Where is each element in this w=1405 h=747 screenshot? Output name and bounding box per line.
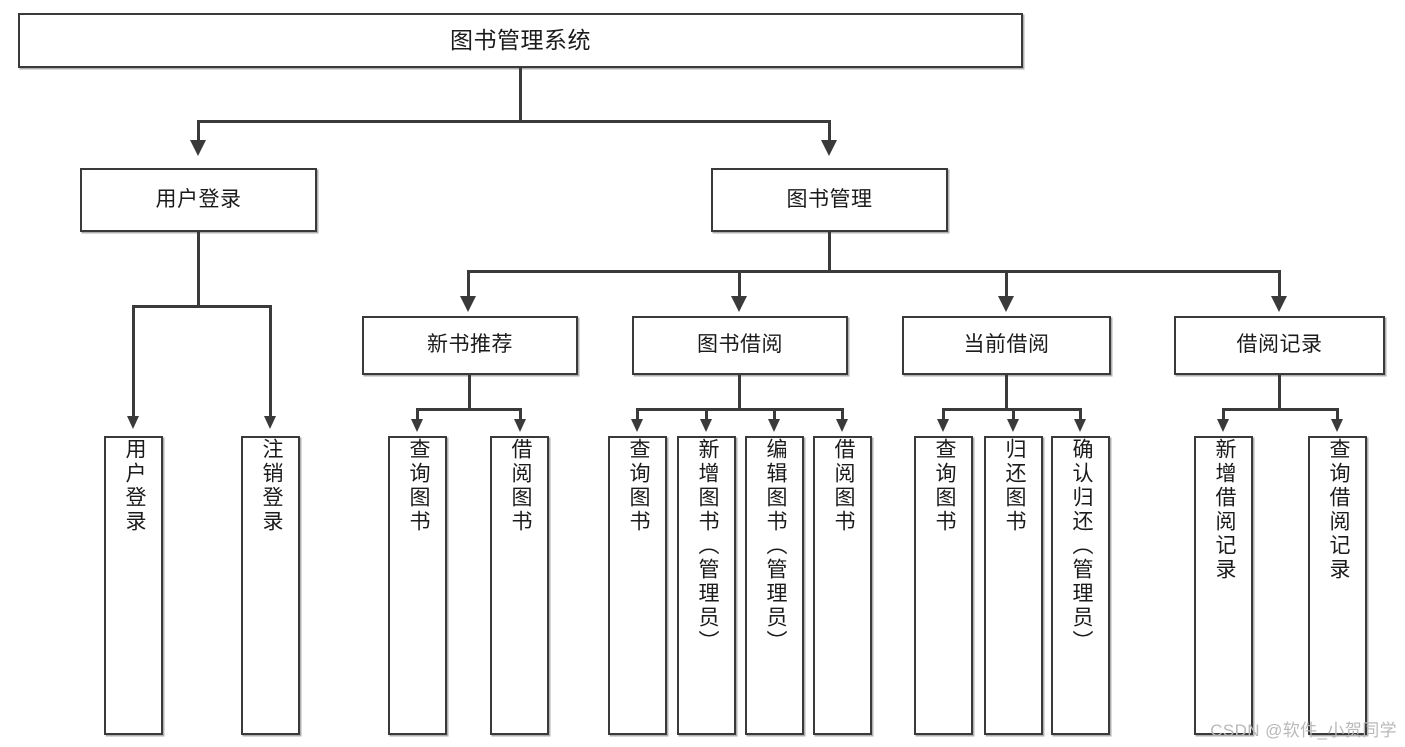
- connector-book-borrow-to-leaf-2: [705, 408, 708, 421]
- connector-book-manage-to-current-borrow: [1005, 270, 1008, 298]
- leaf-label: 用户登录: [122, 438, 146, 534]
- node-label: 图书管理: [786, 187, 873, 211]
- arrowhead-borrow-record-leaf-2: [1331, 419, 1343, 432]
- connector-book-manage-to-new-book-rec: [467, 270, 470, 298]
- arrowhead-current-borrow-leaf-2: [1007, 419, 1019, 432]
- leaf-label: 借阅图书: [508, 438, 532, 534]
- arrowhead-new-book-rec-leaf-2: [514, 419, 526, 432]
- arrowhead-new-book-rec: [460, 296, 476, 312]
- leaf-label: 借阅图书: [831, 438, 855, 534]
- node-user-login[interactable]: 用户登录: [80, 168, 317, 232]
- connector-borrow-record-to-leaf-2: [1336, 408, 1339, 421]
- connector-book-borrow-to-leaf-4: [841, 408, 844, 421]
- connector-user-login-to-leaf-2: [269, 305, 272, 419]
- connector-root-to-user-login: [197, 120, 200, 142]
- csdn-watermark: CSDN @软件_小贺同学: [1210, 721, 1397, 740]
- leaf-current-borrow-return-book[interactable]: 归还图书: [984, 436, 1043, 735]
- leaf-borrow-record-add-record[interactable]: 新增借阅记录: [1194, 436, 1253, 735]
- arrowhead-book-borrow-leaf-2: [700, 419, 712, 432]
- connector-root-bus: [197, 120, 830, 123]
- connector-user-login-bus: [132, 305, 271, 308]
- connector-new-book-rec-to-leaf-1: [416, 408, 419, 421]
- leaf-book-borrow-add-book-admin[interactable]: 新增图书（管理员）: [677, 436, 736, 735]
- arrowhead-current-borrow: [998, 296, 1014, 312]
- leaf-label: 编辑图书（管理员）: [763, 438, 787, 654]
- leaf-label: 查询图书: [406, 438, 430, 534]
- arrowhead-borrow-record: [1271, 296, 1287, 312]
- connector-current-borrow-bus: [942, 408, 1079, 411]
- connector-book-manage-to-book-borrow: [738, 270, 741, 298]
- node-book-borrow[interactable]: 图书借阅: [632, 316, 848, 375]
- leaf-label: 注销登录: [259, 438, 283, 534]
- node-label: 借阅记录: [1236, 333, 1323, 357]
- node-root-book-management-system[interactable]: 图书管理系统: [18, 13, 1023, 68]
- arrowhead-new-book-rec-leaf-1: [411, 419, 423, 432]
- connector-root-stem: [519, 68, 522, 121]
- leaf-book-borrow-query-book[interactable]: 查询图书: [608, 436, 667, 735]
- connector-current-borrow-to-leaf-2: [1012, 408, 1015, 421]
- arrowhead-book-borrow: [731, 296, 747, 312]
- connector-current-borrow-to-leaf-3: [1079, 408, 1082, 421]
- connector-book-borrow-to-leaf-1: [636, 408, 639, 421]
- connector-current-borrow-to-leaf-1: [942, 408, 945, 421]
- leaf-label: 归还图书: [1002, 438, 1026, 534]
- arrowhead-user-login-leaf-2: [264, 416, 276, 429]
- arrowhead-book-borrow-leaf-4: [836, 419, 848, 432]
- leaf-label: 查询借阅记录: [1326, 438, 1350, 582]
- leaf-label: 确认归还（管理员）: [1069, 438, 1093, 654]
- arrowhead-current-borrow-leaf-3: [1074, 419, 1086, 432]
- arrowhead-root-to-book-manage: [821, 140, 837, 156]
- connector-book-borrow-to-leaf-3: [773, 408, 776, 421]
- connector-new-book-rec-stem: [468, 375, 471, 411]
- leaf-label: 查询图书: [932, 438, 956, 534]
- connector-book-manage-bus: [467, 270, 1279, 273]
- leaf-label: 新增借阅记录: [1212, 438, 1236, 582]
- connector-new-book-rec-to-leaf-2: [519, 408, 522, 421]
- arrowhead-current-borrow-leaf-1: [937, 419, 949, 432]
- leaf-current-borrow-confirm-return-admin[interactable]: 确认归还（管理员）: [1051, 436, 1110, 735]
- connector-book-borrow-bus: [636, 408, 844, 411]
- arrowhead-user-login-leaf-1: [127, 416, 139, 429]
- connector-borrow-record-bus: [1222, 408, 1336, 411]
- leaf-user-login-logout[interactable]: 注销登录: [241, 436, 300, 735]
- arrowhead-root-to-user-login: [190, 140, 206, 156]
- connector-borrow-record-to-leaf-1: [1222, 408, 1225, 421]
- connector-book-borrow-stem: [738, 375, 741, 411]
- node-book-management[interactable]: 图书管理: [711, 168, 948, 232]
- node-current-borrow[interactable]: 当前借阅: [902, 316, 1111, 375]
- connector-current-borrow-stem: [1005, 375, 1008, 411]
- leaf-label: 新增图书（管理员）: [695, 438, 719, 654]
- leaf-user-login-login[interactable]: 用户登录: [104, 436, 163, 735]
- connector-user-login-stem: [197, 232, 200, 307]
- node-label: 用户登录: [155, 187, 242, 211]
- leaf-book-borrow-edit-book-admin[interactable]: 编辑图书（管理员）: [745, 436, 804, 735]
- arrowhead-book-borrow-leaf-1: [631, 419, 643, 432]
- connector-book-manage-to-borrow-record: [1278, 270, 1281, 298]
- leaf-label: 查询图书: [626, 438, 650, 534]
- leaf-book-borrow-borrow-book[interactable]: 借阅图书: [813, 436, 872, 735]
- connector-root-to-book-manage: [828, 120, 831, 142]
- node-label: 新书推荐: [427, 333, 513, 357]
- node-new-book-recommendation[interactable]: 新书推荐: [362, 316, 578, 375]
- connector-user-login-to-leaf-1: [132, 305, 135, 419]
- leaf-new-book-rec-borrow-book[interactable]: 借阅图书: [490, 436, 549, 735]
- connector-borrow-record-stem: [1278, 375, 1281, 411]
- arrowhead-book-borrow-leaf-3: [768, 419, 780, 432]
- node-borrow-record[interactable]: 借阅记录: [1174, 316, 1385, 375]
- arrowhead-borrow-record-leaf-1: [1217, 419, 1229, 432]
- leaf-current-borrow-query-book[interactable]: 查询图书: [914, 436, 973, 735]
- node-label: 图书借阅: [697, 333, 783, 357]
- leaf-new-book-rec-query-book[interactable]: 查询图书: [388, 436, 447, 735]
- node-label: 当前借阅: [963, 333, 1050, 357]
- node-label: 图书管理系统: [450, 26, 591, 53]
- connector-book-manage-stem: [828, 232, 831, 272]
- connector-new-book-rec-bus: [416, 408, 522, 411]
- leaf-borrow-record-query-record[interactable]: 查询借阅记录: [1308, 436, 1367, 735]
